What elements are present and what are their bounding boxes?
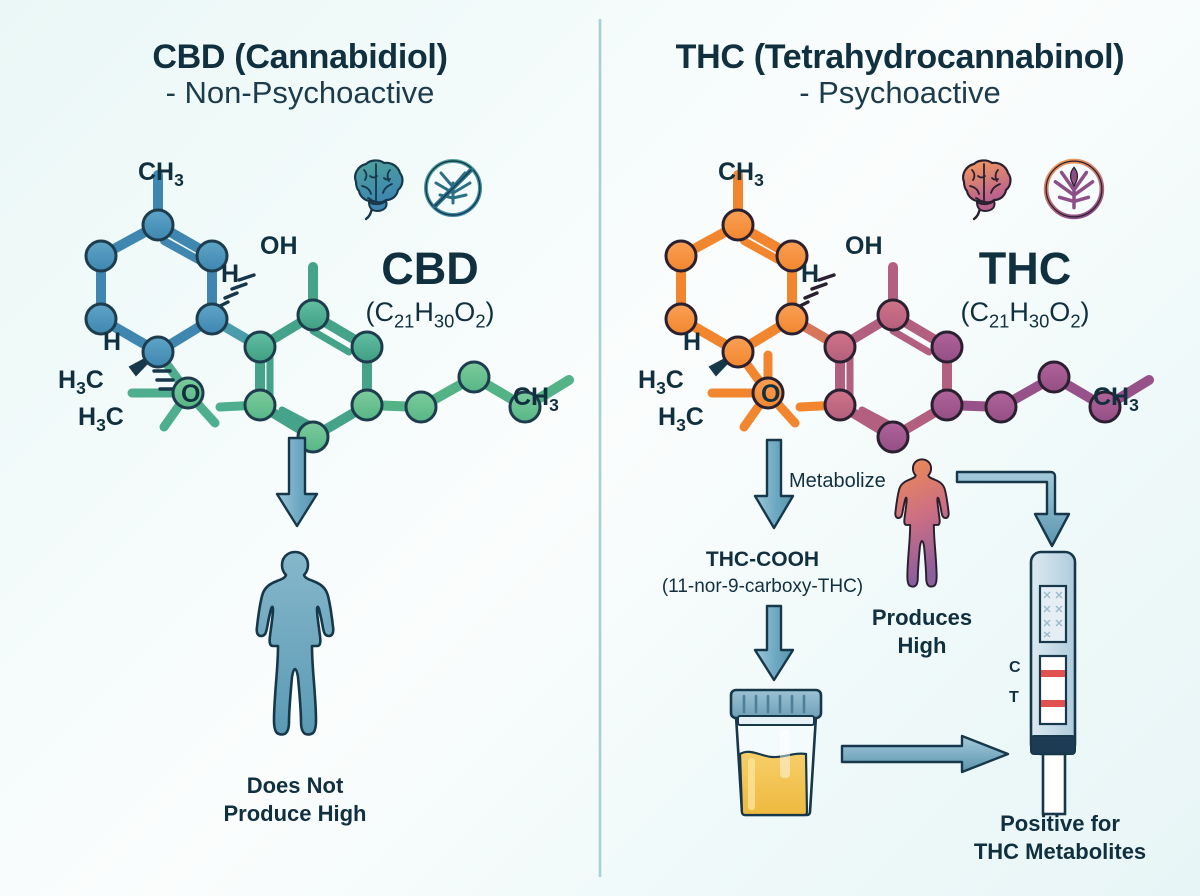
cbd-label-oh: OH xyxy=(260,232,298,260)
metabolite-block: THC-COOH (11-nor-9-carboxy-THC) xyxy=(650,547,875,598)
strip-control-mark: C xyxy=(1009,659,1021,676)
test-result-line1: Positive for xyxy=(1000,811,1120,836)
brain-icon xyxy=(354,159,404,221)
human-figure-cbd xyxy=(255,550,335,736)
drug-test-strip xyxy=(1029,550,1077,816)
thc-header: THC (Tetrahydrocannabinol) - Psychoactiv… xyxy=(620,38,1180,110)
thc-label-ch3-tail: CH3 xyxy=(1093,383,1139,415)
cbd-name-block: CBD (C21H30O2) xyxy=(340,246,520,331)
elbow-arrow-to-strip xyxy=(955,470,1071,548)
cup-to-strip-arrow xyxy=(840,734,1010,774)
cbd-structure-diagram xyxy=(84,170,574,454)
thc-molecule-formula: (C21H30O2) xyxy=(960,297,1090,332)
cbd-molecule-name: CBD xyxy=(381,243,479,294)
panel-divider xyxy=(598,18,602,878)
cbd-title: CBD (Cannabidiol) xyxy=(152,38,448,76)
cbd-label-ch3-tail: CH3 xyxy=(513,383,559,415)
strip-test-mark: T xyxy=(1009,689,1019,706)
produces-high-line1: Produces xyxy=(871,605,973,630)
thc-label-h-left: H xyxy=(683,328,702,356)
thc-label-h3c-lower: H3C xyxy=(658,403,704,435)
produces-high-line2: High xyxy=(897,632,947,658)
test-result-line2: THC Metabolites xyxy=(973,838,1147,864)
cbd-label-ch3-top: CH3 xyxy=(138,158,184,190)
cbd-label-h-left: H xyxy=(103,328,122,356)
test-result-text: Positive for THC Metabolites xyxy=(950,810,1170,865)
cannabis-leaf-icon xyxy=(1043,158,1105,220)
cbd-label-h3c-lower: H3C xyxy=(78,403,124,435)
thc-label-ch3-top: CH3 xyxy=(718,158,764,190)
cbd-outcome-line1: Does Not xyxy=(246,773,344,798)
no-cannabis-leaf-icon xyxy=(424,159,482,217)
metabolize-arrow xyxy=(753,438,795,530)
thc-label-oh: OH xyxy=(845,232,883,260)
urine-sample-cup xyxy=(729,688,823,817)
thc-label-o: O xyxy=(761,380,781,408)
cbd-down-arrow xyxy=(275,436,319,528)
cbd-outcome-text: Does Not Produce High xyxy=(193,772,397,827)
produces-high-text: Produces High xyxy=(857,604,987,659)
cbd-outcome-line2: Produce High xyxy=(223,800,367,826)
cbd-header: CBD (Cannabidiol) - Non-Psychoactive xyxy=(20,38,580,110)
thc-structure-diagram xyxy=(664,170,1154,454)
cbd-label-h-right: H xyxy=(221,260,240,288)
cbd-label-h3c-upper: H3C xyxy=(58,366,104,398)
thc-label-h-right: H xyxy=(801,260,820,288)
cbd-molecule-formula: (C21H30O2) xyxy=(365,297,495,332)
thc-label-h3c-upper: H3C xyxy=(638,366,684,398)
thc-subtitle: - Psychoactive xyxy=(799,74,1001,110)
thc-name-block: THC (C21H30O2) xyxy=(935,246,1115,331)
thc-title: THC (Tetrahydrocannabinol) xyxy=(675,38,1125,76)
human-figure-thc xyxy=(894,458,950,588)
cbd-label-o: O xyxy=(181,380,201,408)
metabolite-iupac: (11-nor-9-carboxy-THC) xyxy=(661,576,864,598)
brain-icon xyxy=(962,159,1012,221)
sample-arrow xyxy=(753,604,795,682)
cbd-subtitle: - Non-Psychoactive xyxy=(165,74,435,110)
thc-molecule-name: THC xyxy=(978,243,1072,294)
metabolize-label: Metabolize xyxy=(789,470,886,492)
metabolite-name: THC-COOH xyxy=(705,548,820,571)
